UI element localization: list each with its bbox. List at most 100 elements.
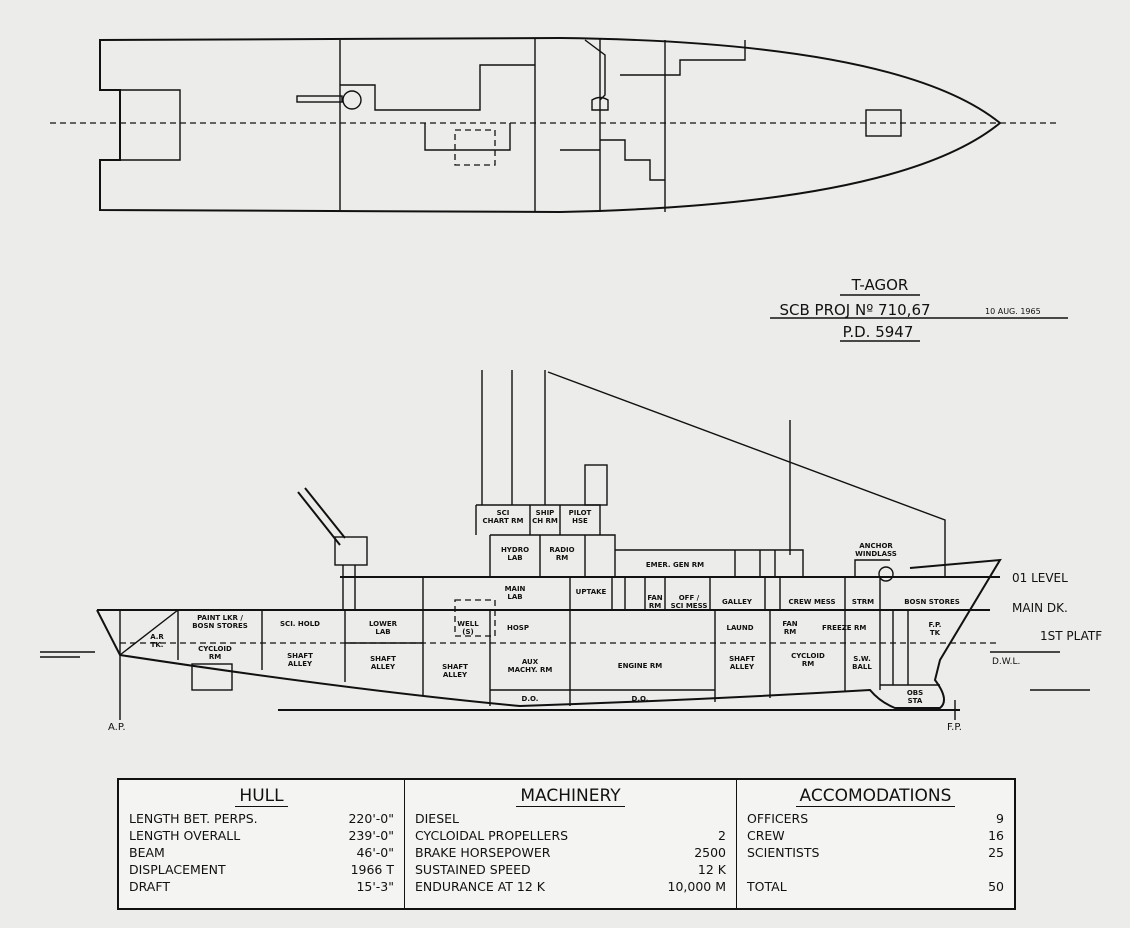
table-row: Officers9 [747,810,1004,827]
room-label-line: SCI MESS [671,602,708,610]
row-label: Endurance at 12 K [415,879,545,894]
room-label-line: SHAFT [287,652,313,660]
main-deck-label: MAIN DK. [1012,601,1068,615]
plan-view [50,36,1060,214]
room-label-line: MACHY. RM [508,666,553,674]
row-label: Scientists [747,845,820,860]
row-label: Brake Horsepower [415,845,551,860]
room-label-line: SCI [497,509,510,517]
hull-heading: HULL [235,786,288,807]
room-label-line: A.R [150,633,164,641]
room-label-line: AUX [522,658,539,666]
table-row [747,861,1004,878]
room-label-line: F.P. [929,621,942,629]
room-label-line: LOWER [369,620,398,628]
room-label-line: RADIO [549,546,574,554]
row-label: Draft [129,879,170,894]
room-label-line: HYDRO [501,546,529,554]
room-label-line: BOSN STORES [192,622,248,630]
row-label: Beam [129,845,165,860]
room-label-line: SHIP [536,509,555,517]
table-row: Diesel [415,810,726,827]
ap-label: A.P. [108,722,126,733]
accommodations-heading: ACCOMODATIONS [795,786,956,807]
room-label: D.O. [632,695,649,703]
room-label: BOSN STORES [904,598,960,606]
plan-partitions [340,40,746,111]
room-label: GALLEY [722,598,753,606]
deckhouse [615,549,804,577]
table-row: Endurance at 12 K 10,000 M [415,878,726,895]
plan-well [454,129,496,166]
drawing-date: 10 AUG. 1965 [985,307,1041,316]
room-label-line: PAINT LKR / [197,614,243,622]
row-label: Displacement [129,862,226,877]
room-label-line: CH RM [532,517,558,525]
drawing-title: T-AGOR [851,276,909,294]
room-label: LAUND [726,624,753,632]
row-value: 12 K [697,862,726,877]
room-label-line: LAB [507,593,522,601]
plan-hull-outline [99,36,1002,214]
waterline [40,651,1060,658]
row-label: Length Bet. Perps. [129,811,258,826]
row-value: 50 [988,879,1004,894]
room-label-line: SHAFT [370,655,396,663]
room-label-line: LAB [375,628,390,636]
room-label-line: FAN [647,594,662,602]
row-label: Crew [747,828,785,843]
row-value: 25 [988,845,1004,860]
room-label-line: SHAFT [442,663,468,671]
plan-bulkheads [339,38,666,212]
room-label: EMER. GEN RM [646,561,704,569]
room-label-line: ALLEY [288,660,313,668]
anchor-windlass [878,566,894,582]
room-label: UPTAKE [576,588,607,596]
table-row: Cycloidal Propellers2 [415,827,726,844]
room-label-line: ALLEY [730,663,755,671]
row-value: 239'-0" [348,828,394,843]
row-value: 220'-0" [348,811,394,826]
plan-hatch [865,109,902,137]
row-value: 46'-0" [356,845,394,860]
room-label-line: CYCLOID [198,645,232,653]
room-label-line: (S) [462,628,473,636]
table-row: Total50 [747,878,1004,895]
row-value: 2 [718,828,726,843]
room-label-line: CHART RM [482,517,523,525]
windlass-housing [854,559,890,577]
fp-label: F.P. [947,722,962,733]
table-row: Displacement 1966 T [129,861,394,878]
crane-base-plan [342,90,362,110]
room-label: PAINT LKR /BOSN STORES [192,614,248,630]
platform-label: 1ST PLATF [1040,629,1102,643]
room-label-line: RM [802,660,814,668]
table-row: Scientists 25 [747,844,1004,861]
table-row: Length Bet. Perps. 220'-0" [129,810,394,827]
room-label: OFF /SCI MESS [671,594,708,610]
room-label-line: ALLEY [443,671,468,679]
table-row: Crew16 [747,827,1004,844]
room-label: WELL(S) [457,620,479,636]
row-value: 10,000 M [667,879,727,894]
row-label: Sustained Speed [415,862,531,877]
table-row: Beam 46'-0" [129,844,394,861]
room-label: F.P.TK [929,621,942,637]
row-value: 1966 T [350,862,394,877]
room-label-line: TK [930,629,941,637]
room-label: STRM [852,598,874,606]
title-block: T-AGOR SCB PROJ Nº 710,67 10 AUG. 1965 P… [770,276,1068,342]
room-label-line: FAN [782,620,797,628]
